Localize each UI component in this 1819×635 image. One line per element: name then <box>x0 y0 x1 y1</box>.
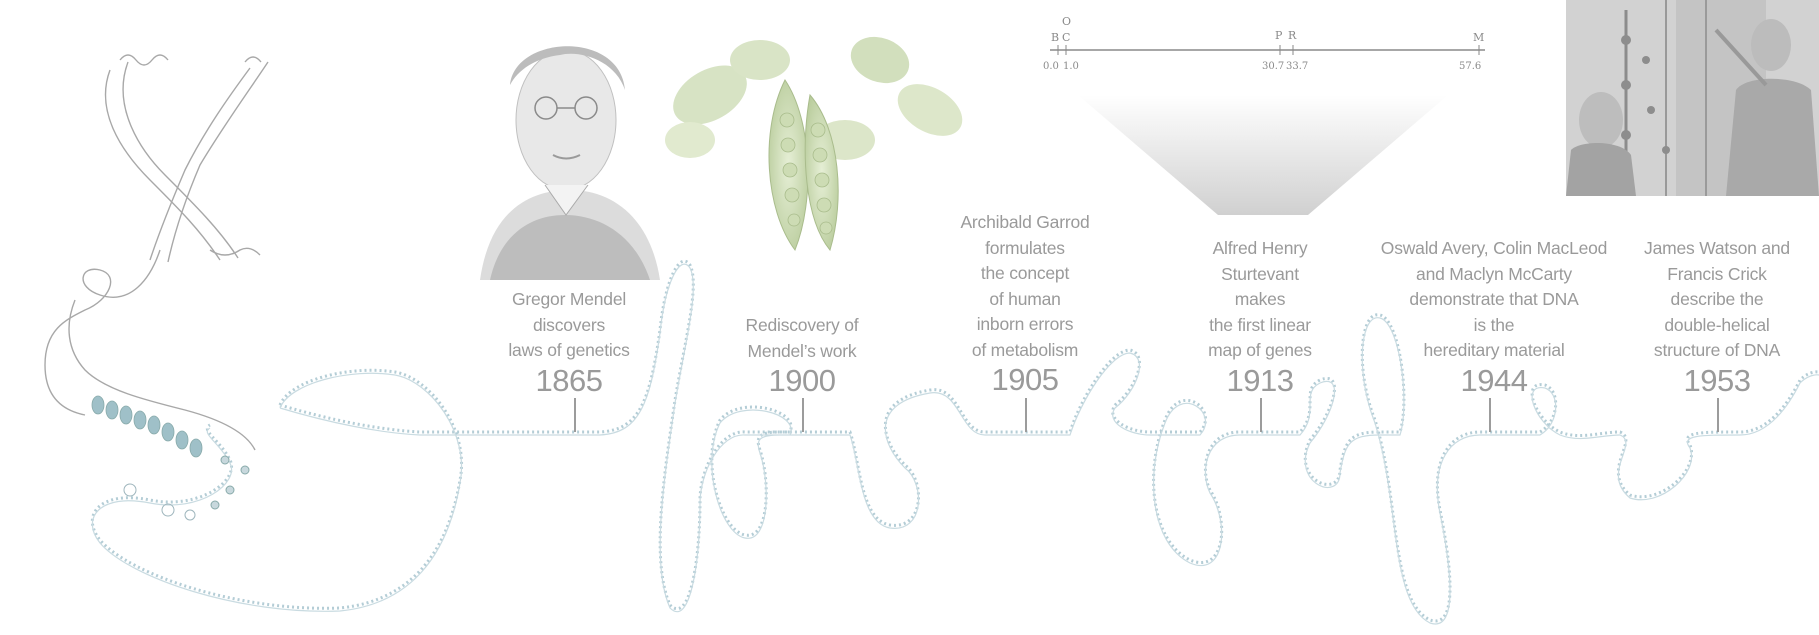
event-1944: Oswald Avery, Colin MacLeod and Maclyn M… <box>1374 236 1614 398</box>
event-year: 1944 <box>1374 364 1614 398</box>
timeline-tick <box>1025 398 1027 432</box>
event-description: Oswald Avery, Colin MacLeod and Maclyn M… <box>1374 236 1614 364</box>
watson-crick-photo <box>1566 0 1819 196</box>
event-description: James Watson and Francis Crick describe … <box>1602 236 1819 364</box>
event-1900: Rediscovery of Mendel’s work 1900 <box>687 313 917 398</box>
event-description: Rediscovery of Mendel’s work <box>687 313 917 364</box>
event-1953: James Watson and Francis Crick describe … <box>1602 236 1819 398</box>
gene-position-m: 57.6 <box>1459 61 1481 72</box>
event-year: 1905 <box>910 363 1140 397</box>
event-description: Alfred Henry Sturtevant makes the first … <box>1145 236 1375 364</box>
gene-label-c: C <box>1062 31 1070 44</box>
gene-position-r: 33.7 <box>1286 61 1308 72</box>
event-1865: Gregor Mendel discovers laws of genetics… <box>454 287 684 398</box>
event-year: 1900 <box>687 364 917 398</box>
event-year: 1953 <box>1602 364 1819 398</box>
gene-label-m: M <box>1473 31 1484 44</box>
gene-position-p: 30.7 <box>1262 61 1284 72</box>
timeline-tick <box>1489 398 1491 432</box>
event-year: 1865 <box>454 364 684 398</box>
event-year: 1913 <box>1145 364 1375 398</box>
timeline-tick <box>574 398 576 432</box>
gene-label-p: P <box>1275 29 1283 42</box>
gene-label-o: O <box>1062 15 1071 28</box>
event-description: Gregor Mendel discovers laws of genetics <box>454 287 684 364</box>
timeline-tick <box>1717 398 1719 432</box>
gene-position-c: 1.0 <box>1063 61 1079 72</box>
timeline-tick <box>1260 398 1262 432</box>
gene-label-r: R <box>1288 29 1297 42</box>
gene-label-b: B <box>1051 31 1059 44</box>
event-1913: Alfred Henry Sturtevant makes the first … <box>1145 236 1375 398</box>
timeline-tick <box>802 398 804 432</box>
event-1905: Archibald Garrod formulates the concept … <box>910 210 1140 397</box>
gene-position-b: 0.0 <box>1043 61 1059 72</box>
event-description: Archibald Garrod formulates the concept … <box>910 210 1140 363</box>
